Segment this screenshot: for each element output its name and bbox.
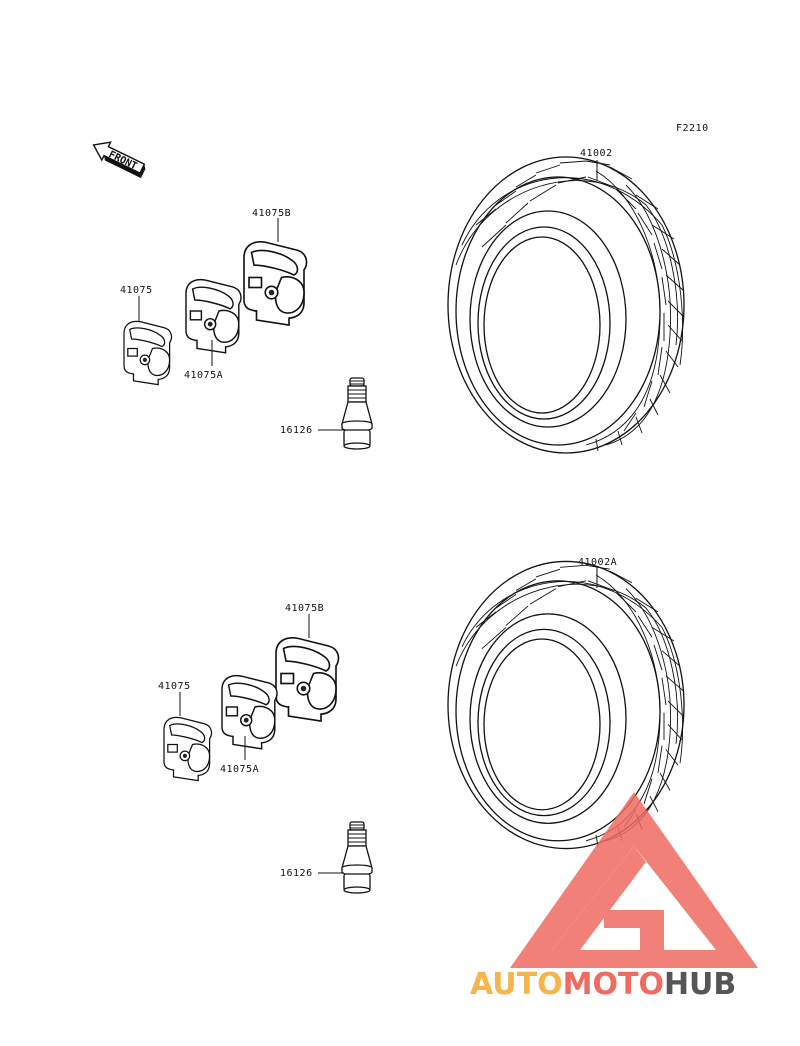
upper-tire-label: 41002 (580, 148, 613, 159)
figure-code: F2210 (676, 123, 709, 134)
lower-weight-a-label: 41075A (220, 764, 259, 775)
watermark-part3: HUB (664, 967, 736, 1002)
watermark-part2: MOTO (563, 967, 664, 1002)
front-arrow-icon: FRONT (92, 141, 146, 179)
upper-valve-label: 16126 (280, 425, 313, 436)
lower-weight-a (221, 674, 278, 750)
lower-assembly: 41002A 41075B 41075A 41075 16126 (158, 557, 685, 894)
upper-tire (447, 156, 685, 454)
triangle-logo-icon (510, 792, 758, 968)
lower-valve-label: 16126 (280, 868, 313, 879)
upper-weight-a-label: 41075A (184, 370, 223, 381)
upper-weight-b (243, 241, 308, 326)
automotohub-watermark: AUTOMOTOHUB (470, 792, 758, 1002)
lower-tire (447, 560, 685, 850)
upper-weight-b-label: 41075B (252, 208, 291, 219)
watermark-text: AUTOMOTOHUB (470, 967, 736, 1002)
lower-weight-b-label: 41075B (285, 603, 324, 614)
lower-valve (341, 821, 373, 894)
watermark-part1: AUTO (470, 967, 563, 1002)
upper-valve (341, 377, 373, 450)
upper-weight-a (185, 278, 242, 354)
lower-tire-label: 41002A (578, 557, 617, 568)
upper-weight-label: 41075 (120, 285, 153, 296)
lower-weight (163, 716, 213, 782)
upper-assembly: 41002 41075B 41075A 41075 16126 (120, 148, 685, 454)
lower-weight-b (275, 637, 340, 722)
upper-weight (123, 320, 173, 386)
lower-weight-label: 41075 (158, 681, 191, 692)
